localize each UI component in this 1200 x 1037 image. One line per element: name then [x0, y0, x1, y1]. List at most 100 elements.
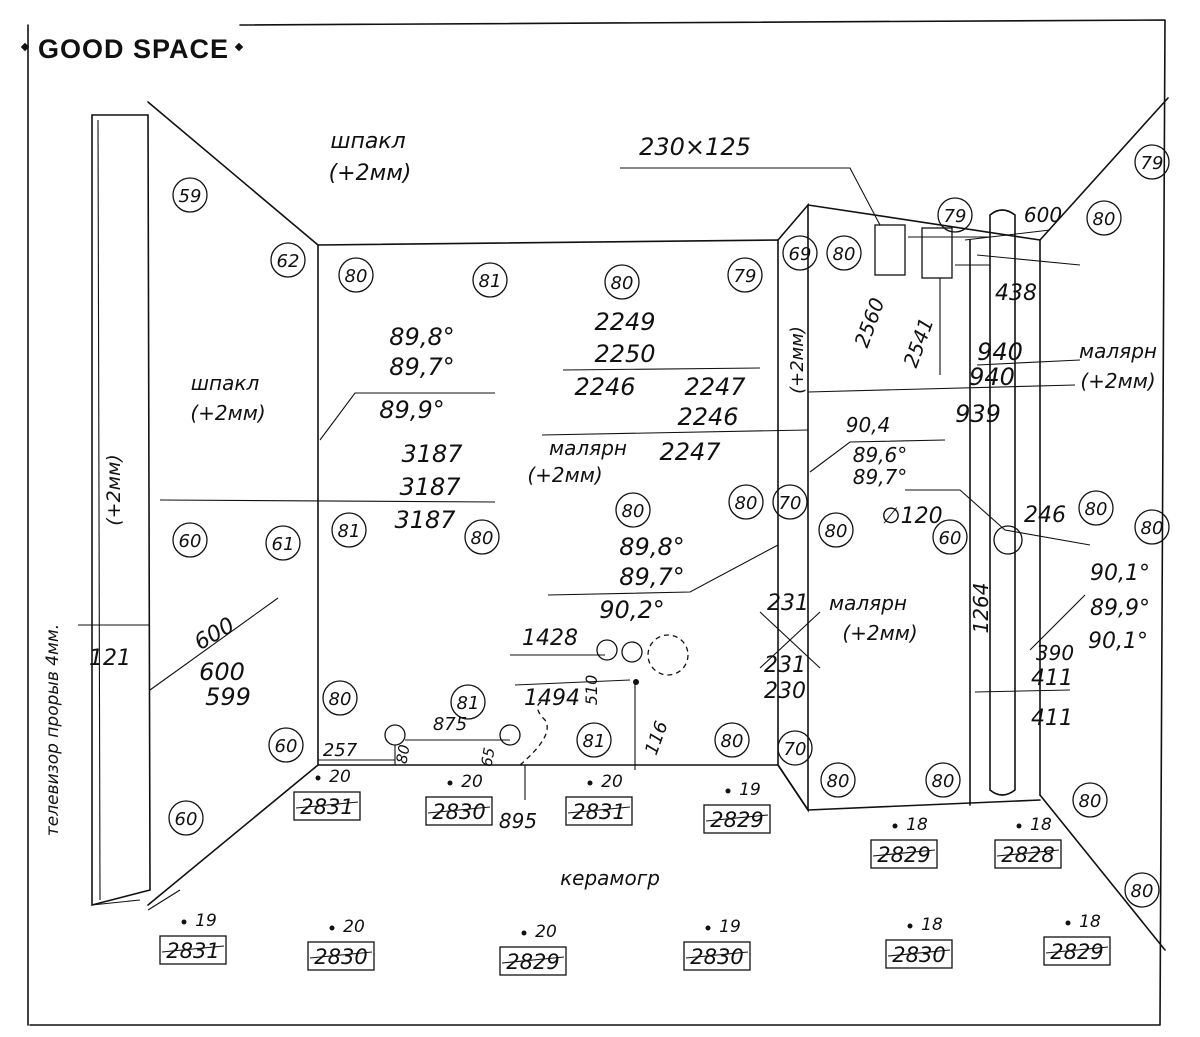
- mark-circle: [925, 762, 961, 798]
- mark-value: 70: [779, 493, 802, 514]
- dim-940-a: 940: [977, 338, 1023, 366]
- mark-circle: [270, 242, 306, 278]
- floor-box: [307, 941, 375, 971]
- dim-875: 875: [433, 714, 467, 735]
- right-upper-note: (+2мм): [1080, 369, 1155, 393]
- dim-390: 390: [1036, 641, 1074, 665]
- mark-value: 80: [1085, 499, 1108, 520]
- mid-angle-3: 90,2°: [599, 596, 664, 624]
- circled-mark: 60: [168, 800, 204, 836]
- floor-dot: [705, 925, 711, 931]
- right-lower-note: (+2мм): [842, 621, 917, 645]
- circled-mark: 69: [782, 235, 818, 271]
- floor-small-value: 19: [195, 911, 217, 931]
- mark-value: 80: [721, 731, 744, 752]
- mark-value: 80: [825, 521, 848, 542]
- floor-small-value: 19: [739, 780, 761, 800]
- dimension-texts: 230×125 600 89,8° 89,7° 89,9° 2249 2250 …: [89, 133, 1150, 833]
- floor-box: [159, 935, 227, 965]
- height-top-2: 2250: [594, 340, 655, 368]
- dim-80: 80: [393, 743, 414, 765]
- circled-mark: 80: [820, 762, 856, 798]
- floor-dot: [447, 780, 453, 786]
- mark-circle: [604, 264, 640, 300]
- circled-mark: 80: [1134, 509, 1170, 545]
- mark-value: 80: [471, 528, 494, 549]
- dim-510: 510: [582, 675, 601, 706]
- floor-small-value: 18: [906, 815, 928, 835]
- mark-circle: [172, 522, 208, 558]
- mark-circle: [450, 684, 486, 720]
- riser-pipe: [964, 209, 1081, 796]
- mark-value: 80: [329, 689, 352, 710]
- height-right: 2247: [684, 373, 746, 401]
- mark-circle: [172, 177, 208, 213]
- height-top-1: 2249: [594, 308, 655, 336]
- left-600-b: 600: [199, 658, 245, 686]
- dim-230: 230: [764, 679, 806, 704]
- floor-dot: [1016, 823, 1022, 829]
- mid-angle-2: 89,7°: [619, 563, 684, 591]
- mark-value: 79: [1141, 153, 1164, 174]
- floor-small-value: 18: [1079, 912, 1101, 932]
- floor-dot: [907, 923, 913, 929]
- ceiling-angle-mid: 89,7°: [389, 353, 454, 381]
- height-right-2: 2246: [677, 403, 738, 431]
- floor-strike: [887, 949, 951, 957]
- floor-dot: [181, 919, 187, 925]
- circled-mark: 80: [714, 722, 750, 758]
- circled-mark: 80: [322, 680, 358, 716]
- floor-box: [293, 791, 361, 821]
- wall-labels: шпакл (+2мм) шпакл (+2мм) малярн (+2мм) …: [190, 129, 1157, 890]
- height-right-3: 2247: [659, 438, 721, 466]
- circled-mark: 80: [338, 257, 374, 293]
- circled-mark: 81: [450, 684, 486, 720]
- mark-value: 80: [735, 493, 758, 514]
- mark-value: 62: [277, 251, 300, 272]
- mark-value: 61: [272, 534, 295, 555]
- dim-65: 65: [478, 746, 499, 768]
- ceiling-note: (+2мм): [329, 161, 412, 186]
- mark-value: 69: [789, 244, 812, 265]
- floor-label: керамогр: [560, 866, 660, 890]
- dim-411-b: 411: [1031, 706, 1073, 731]
- mark-value: 80: [1141, 518, 1164, 539]
- circled-mark: 79: [937, 197, 973, 233]
- mark-circle: [782, 235, 818, 271]
- mark-circle: [932, 519, 968, 555]
- dim-2560: 2560: [849, 295, 889, 351]
- left-599: 599: [205, 683, 251, 711]
- mark-circle: [1124, 872, 1160, 908]
- far-angle-2: 89,9°: [1090, 596, 1150, 621]
- mark-value: 80: [611, 273, 634, 294]
- mark-circle: [168, 800, 204, 836]
- floor-box: [885, 939, 953, 969]
- opening-width: 600: [1024, 203, 1062, 227]
- mark-value: 80: [932, 771, 955, 792]
- floor-box: [425, 796, 493, 826]
- dim-1428: 1428: [522, 626, 578, 651]
- dim-411-a: 411: [1031, 666, 1073, 691]
- floor-dot: [1065, 920, 1071, 926]
- brand-name: GOOD SPACE: [38, 34, 229, 64]
- circled-mark: 70: [777, 730, 813, 766]
- floor-dot: [725, 788, 731, 794]
- floor-strike: [996, 849, 1060, 857]
- circled-mark: 60: [172, 522, 208, 558]
- floor-small-value: 20: [329, 767, 351, 787]
- dim-116: 116: [641, 718, 672, 757]
- floor-dot: [892, 823, 898, 829]
- mark-circle: [1072, 782, 1108, 818]
- pipe-height: 1264: [969, 583, 993, 634]
- floor-strike: [685, 951, 749, 959]
- floor-strike: [567, 806, 631, 814]
- circled-mark: 80: [1086, 200, 1122, 236]
